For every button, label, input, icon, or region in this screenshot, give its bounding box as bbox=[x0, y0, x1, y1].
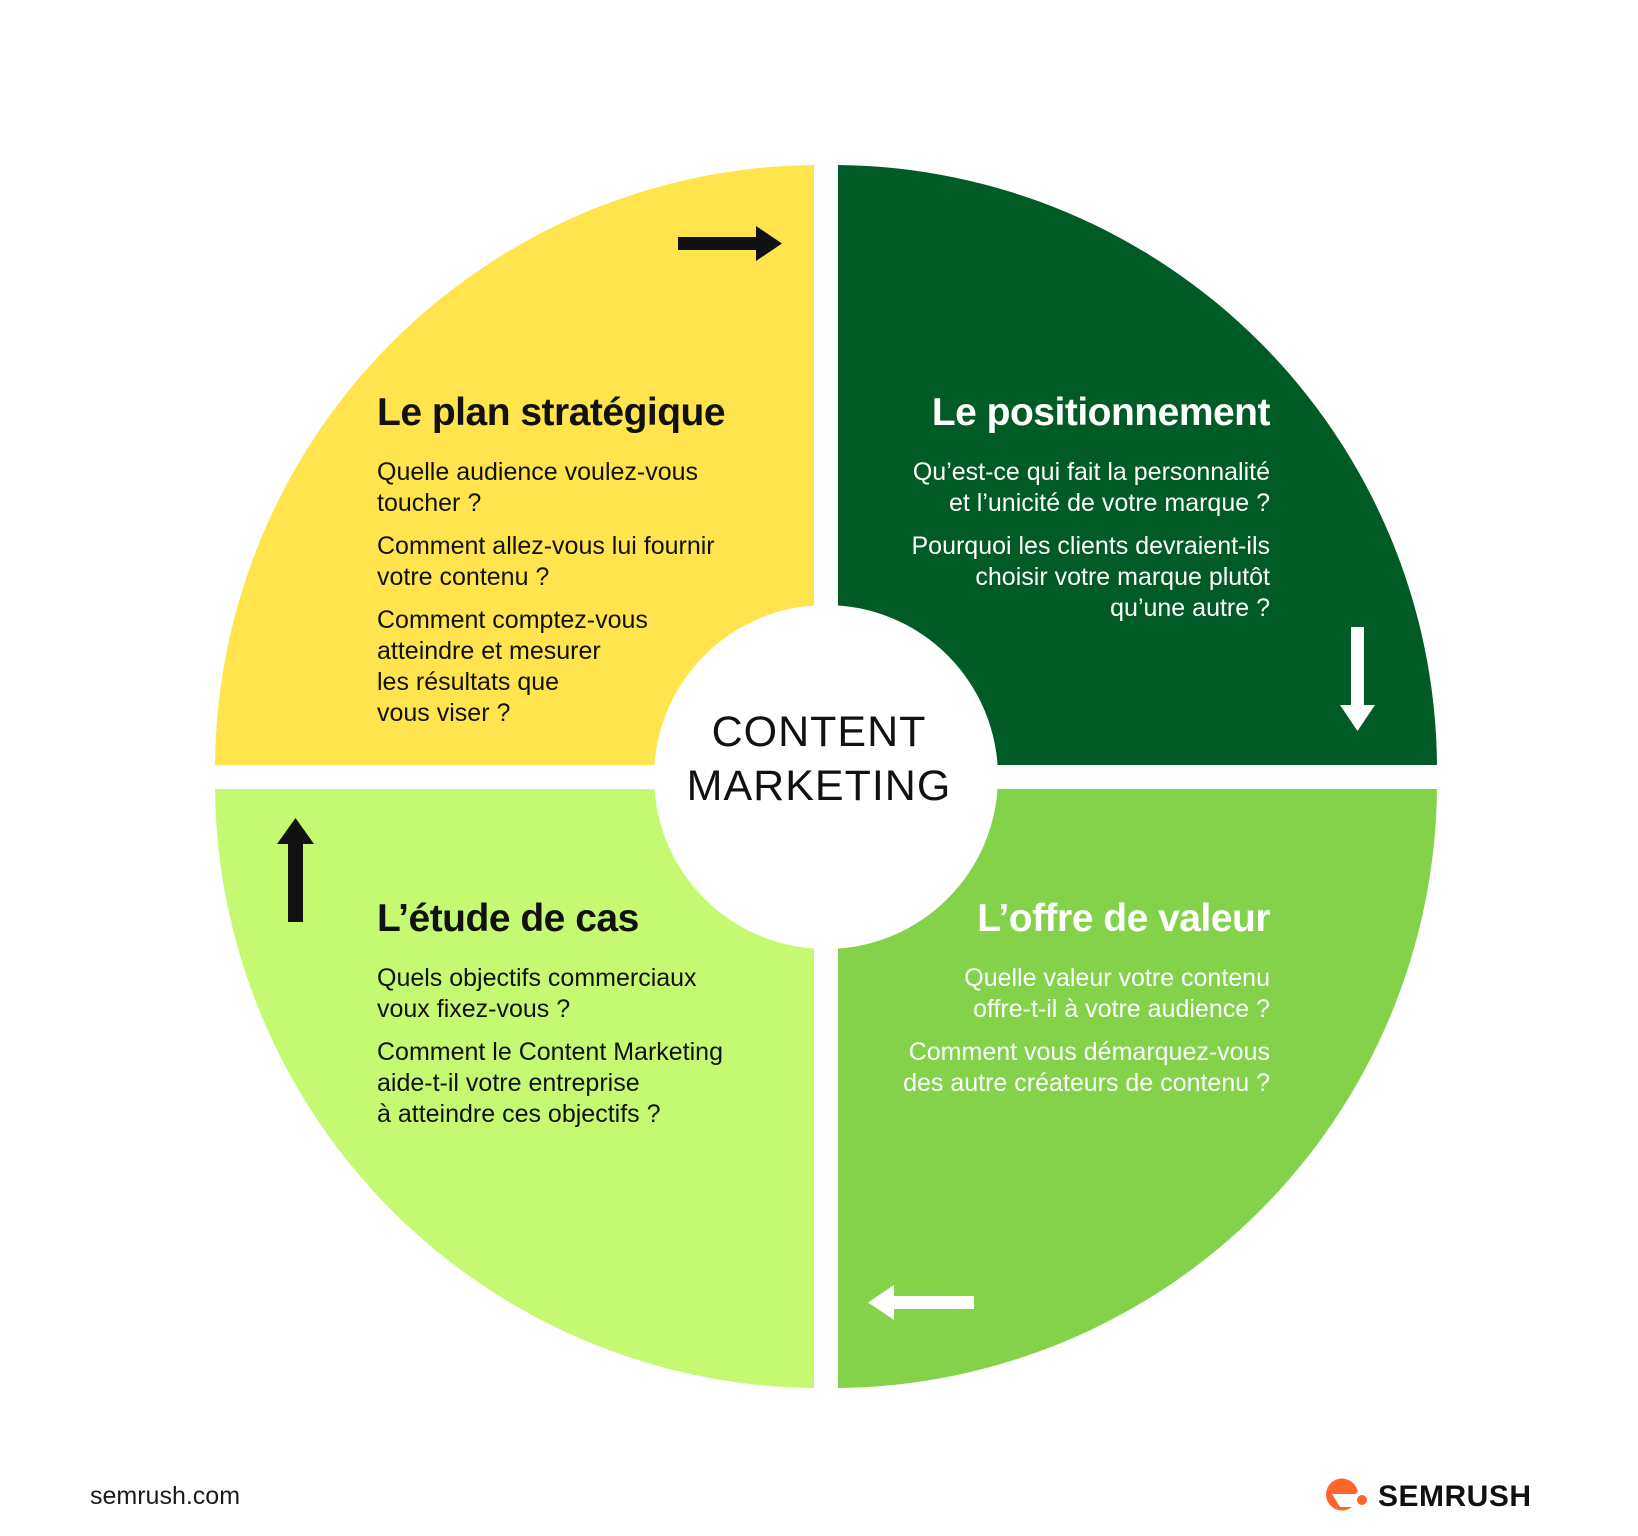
quadrant-question: Comment allez-vous lui fournir votre con… bbox=[377, 531, 715, 591]
quadrant-bottom-left bbox=[215, 789, 814, 1388]
quadrant-question: Comment comptez-vous atteindre et mesure… bbox=[377, 605, 648, 727]
quadrant-title: Le plan stratégique bbox=[377, 391, 726, 434]
quadrant-title: L’étude de cas bbox=[377, 897, 639, 940]
quadrant-question: Comment le Content Marketing aide-t-il v… bbox=[377, 1037, 723, 1128]
quadrant-top-left bbox=[215, 165, 814, 765]
center-circle bbox=[654, 605, 998, 949]
brand-wordmark: SEMRUSH bbox=[1378, 1480, 1532, 1513]
quadrant-question: Quelle audience voulez-vous toucher ? bbox=[377, 457, 699, 517]
quadrant-text-top-left: Le plan stratégique Quelle audience voul… bbox=[377, 391, 787, 741]
brand-logo: SEMRUSH bbox=[1330, 1477, 1532, 1517]
quadrant-question: Qu’est-ce qui fait la personnalité et l’… bbox=[912, 457, 1270, 517]
arrow-left-icon bbox=[868, 1285, 974, 1320]
quadrant-question: Comment vous démarquez-vous des autre cr… bbox=[903, 1037, 1270, 1097]
quadrant-question: Quels objectifs commerciaux voux fixez-v… bbox=[377, 963, 697, 1023]
arrow-down-icon bbox=[1340, 627, 1375, 731]
semrush-logo-icon bbox=[1326, 1478, 1371, 1511]
arrow-up-icon bbox=[277, 818, 314, 922]
center-label: CONTENT MARKETING bbox=[686, 708, 952, 810]
quadrant-question: Pourquoi les clients devraient-ils chois… bbox=[911, 531, 1270, 622]
quadrant-text-bottom-right: L’offre de valeur Quelle valeur votre co… bbox=[860, 897, 1270, 1111]
quadrant-text-top-right: Le positionnement Qu’est-ce qui fait la … bbox=[860, 391, 1271, 636]
quadrant-title: Le positionnement bbox=[931, 391, 1271, 434]
quadrant-text-bottom-left: L’étude de cas Quels objectifs commercia… bbox=[377, 897, 797, 1142]
arrow-right-icon bbox=[678, 226, 782, 261]
quadrant-title: L’offre de valeur bbox=[977, 897, 1270, 940]
quadrant-bottom-right bbox=[838, 789, 1437, 1388]
footer-url: semrush.com bbox=[90, 1482, 241, 1510]
quadrant-question: Quelle valeur votre contenu offre-t-il à… bbox=[964, 963, 1270, 1023]
quadrant-top-right bbox=[838, 165, 1437, 765]
